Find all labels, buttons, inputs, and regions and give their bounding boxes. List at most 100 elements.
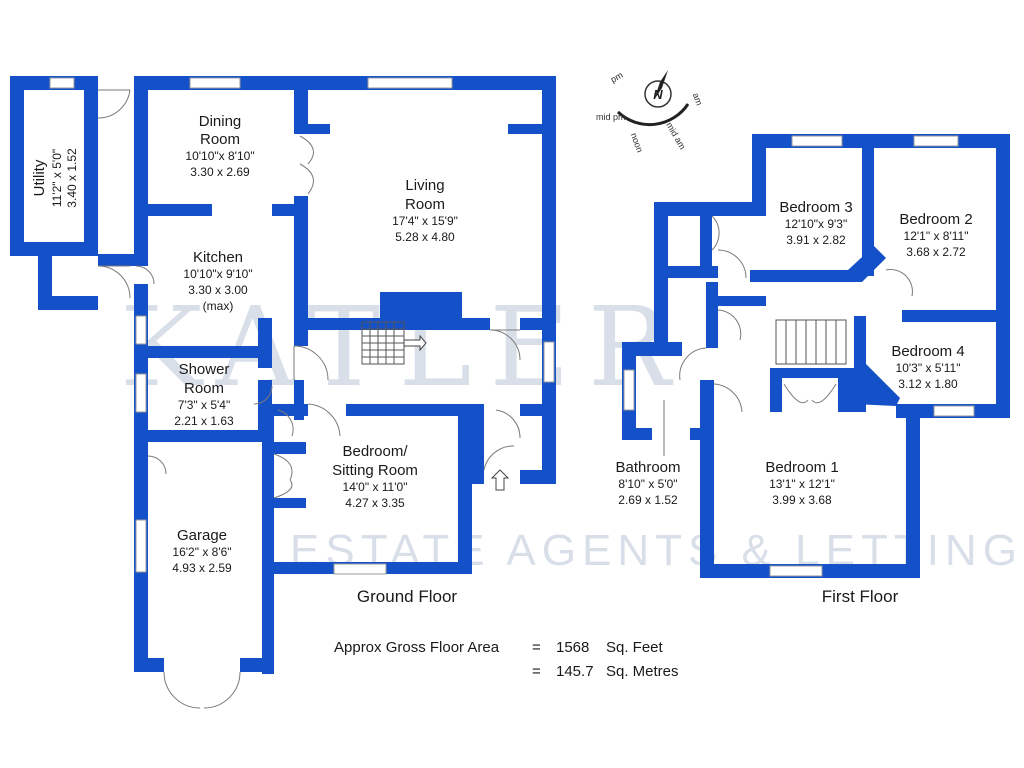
door-swing <box>273 453 293 499</box>
window <box>367 77 453 89</box>
room-metric: 3.40 x 1.52 <box>65 148 79 208</box>
wall <box>262 404 274 674</box>
door-swing <box>97 89 131 119</box>
wardrobe-doors <box>783 383 837 404</box>
room-metric: 5.28 x 4.80 <box>395 230 455 244</box>
north-label: N <box>653 87 663 102</box>
wall <box>770 368 782 412</box>
room-name-2: Room <box>405 196 445 213</box>
room-metric: 3.68 x 2.72 <box>906 245 966 259</box>
room-bedroom-sitting: Bedroom/ Sitting Room 14'0" x 11'0" 4.27… <box>332 443 418 510</box>
ground-stairs <box>361 321 510 491</box>
room-dims: 10'10"x 9'10" <box>183 267 252 281</box>
area-sqft: 1568 <box>556 639 589 656</box>
entrance-arrow-icon <box>490 469 510 491</box>
compass: N mid pm pm noon mid am am <box>596 70 704 154</box>
wall <box>262 442 306 454</box>
room-name: Bedroom/ <box>342 443 408 460</box>
wall <box>134 284 148 450</box>
wall <box>770 368 866 378</box>
room-name: Kitchen <box>193 249 243 266</box>
door-swing <box>147 455 167 475</box>
wall <box>294 90 308 134</box>
room-dims: 12'1" x 8'11" <box>904 229 969 243</box>
room-utility: Utility 11'2" x 5'0" 3.40 x 1.52 <box>31 148 79 208</box>
room-bedroom-4: Bedroom 4 10'3" x 5'11" 3.12 x 1.80 <box>891 343 964 391</box>
garage-doors <box>163 671 241 709</box>
room-dims: 17'4" x 15'9" <box>392 214 458 228</box>
door-swing <box>253 385 273 405</box>
wall <box>906 404 920 578</box>
wall <box>750 270 862 282</box>
room-name: Bedroom 1 <box>765 459 838 476</box>
wall <box>654 202 766 216</box>
wall <box>542 76 556 484</box>
room-dims: 11'2" x 5'0" <box>50 149 64 207</box>
first-floor-labels: Bedroom 3 12'10"x 9'3" 3.91 x 2.82 Bedro… <box>615 199 972 606</box>
watermark: KATLER ESTATE AGENTS & LETTINGS <box>120 283 1024 575</box>
room-metric: 3.91 x 2.82 <box>786 233 846 247</box>
room-name: Utility <box>31 159 48 196</box>
room-bedroom-3: Bedroom 3 12'10"x 9'3" 3.91 x 2.82 <box>779 199 852 247</box>
room-dims: 16'2" x 8'6" <box>172 545 231 559</box>
door-swing <box>307 403 341 437</box>
room-name: Dining <box>199 113 242 130</box>
wall <box>294 196 308 346</box>
room-name: Shower <box>179 361 230 378</box>
north-arrow-icon <box>654 70 668 100</box>
room-bedroom-2: Bedroom 2 12'1" x 8'11" 3.68 x 2.72 <box>899 211 972 259</box>
door-swing <box>135 265 155 285</box>
wall <box>458 404 472 574</box>
area-label: Approx Gross Floor Area <box>334 639 500 656</box>
window <box>189 77 241 89</box>
room-metric: 2.21 x 1.63 <box>174 414 234 428</box>
ground-floor-doors <box>97 89 521 709</box>
wall <box>508 124 542 134</box>
wall <box>38 296 98 310</box>
wall <box>622 428 652 440</box>
room-name: Garage <box>177 527 227 544</box>
room-name: Bedroom 4 <box>891 343 964 360</box>
room-shower: Shower Room 7'3" x 5'4" 2.21 x 1.63 <box>174 361 234 428</box>
window <box>135 519 147 573</box>
area-summary: Approx Gross Floor Area = 1568 Sq. Feet … <box>334 639 679 680</box>
room-name: Bedroom 2 <box>899 211 972 228</box>
ground-floor-labels: Utility 11'2" x 5'0" 3.40 x 1.52 Dining … <box>31 113 458 606</box>
first-stairs <box>775 319 847 365</box>
door-swing <box>717 309 742 341</box>
door-swing <box>483 445 515 471</box>
wall <box>996 134 1010 416</box>
wall <box>862 134 874 276</box>
room-metric: 3.99 x 3.68 <box>772 493 832 507</box>
first-floor-doors <box>663 215 913 456</box>
window <box>49 77 75 89</box>
wall <box>654 202 668 342</box>
room-metric: 3.12 x 1.80 <box>898 377 958 391</box>
wall <box>520 318 556 330</box>
room-dims: 7'3" x 5'4" <box>178 398 230 412</box>
window <box>333 563 387 575</box>
wall <box>134 430 274 442</box>
room-metric: 4.27 x 3.35 <box>345 496 405 510</box>
area-sqm: 145.7 <box>556 663 594 680</box>
ground-floor-windows <box>49 77 555 575</box>
area-eq: = <box>532 639 541 656</box>
wall <box>10 242 98 256</box>
room-kitchen: Kitchen 10'10"x 9'10" 3.30 x 3.00 (max) <box>183 249 252 313</box>
wall <box>472 404 484 484</box>
room-dims: 13'1" x 12'1" <box>769 477 835 491</box>
door-swing <box>711 215 720 251</box>
wall <box>700 380 714 578</box>
first-floor-title: First Floor <box>822 587 899 606</box>
wall <box>902 310 1010 322</box>
wall <box>520 470 556 484</box>
wall <box>706 282 718 348</box>
sun-label: mid pm <box>596 112 626 122</box>
room-note: (max) <box>203 299 234 313</box>
door-swing <box>713 383 743 413</box>
room-name-2: Room <box>200 131 240 148</box>
door-swing <box>489 329 521 361</box>
room-name: Bathroom <box>615 459 680 476</box>
wall <box>258 318 272 368</box>
wall <box>148 346 272 358</box>
